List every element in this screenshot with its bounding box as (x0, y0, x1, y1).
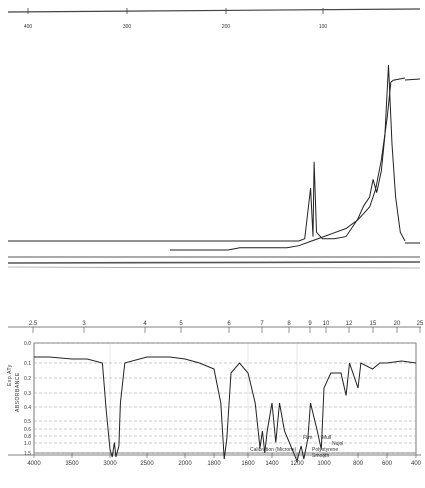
ir-bottom-tick-label: 4000 (27, 461, 41, 467)
ir-bottom-tick-label: 600 (382, 461, 393, 467)
ir-top-tick-label: 7 (260, 321, 264, 327)
top-tick-label: 100 (319, 24, 328, 30)
ir-spectrum-panel: 2.5 3 4 5 6 7 8 9 10 12 15 20 25 4000 3500 3000 2500 2000… (7, 321, 424, 467)
ir-top-tick-label: 9 (308, 321, 312, 327)
top-tick-label: 300 (123, 24, 132, 30)
ir-bottom-tick-label: 2500 (140, 461, 154, 467)
ir-annotation-smooth: Smooth (312, 453, 329, 459)
ir-bottom-tick-label: 1400 (265, 461, 279, 467)
ir-absorbance-trace (34, 356, 417, 463)
ir-top-tick-label: 10 (323, 321, 330, 327)
ir-bottom-tick-label: 3000 (103, 461, 117, 467)
ir-y-tick-label: 0.1 (24, 361, 31, 367)
ir-y-tick-label: 0.0 (24, 341, 31, 347)
ir-annotation-calibration: Calibration (Microns) (250, 447, 296, 453)
lower-rule (7, 261, 421, 264)
ir-y-axis-title: ABSORBANCE (15, 372, 21, 412)
ir-top-tick-label: 4 (143, 321, 147, 327)
ir-bottom-tick-label: 400 (411, 461, 422, 467)
lower-rule-thin (7, 266, 421, 269)
top-tick-label: 400 (24, 24, 33, 30)
ir-bottom-tick-label: 1200 (290, 461, 304, 467)
ir-y-tick-label: 0.3 (24, 391, 31, 397)
ir-bottom-tick-label: 800 (353, 461, 364, 467)
ir-bottom-tick-label: 1800 (207, 461, 221, 467)
ir-y-tick-label: 1.0 (24, 441, 31, 447)
ir-annotation-polystyrene: Polystyrene (312, 447, 338, 453)
ir-bottom-tick-label: 1600 (241, 461, 255, 467)
ir-y-extra-label: Exp.ATy (7, 364, 13, 386)
ir-top-tick-label: 20 (394, 321, 401, 327)
ir-top-tick-label: 15 (370, 321, 377, 327)
top-tick-label: 200 (222, 24, 231, 30)
ir-bottom-tick-label: 1000 (317, 461, 331, 467)
ir-top-tick-label: 6 (227, 321, 231, 327)
top-spectrum-panel: 400 300 200 100 (7, 8, 421, 269)
ir-annotation-mull: Mull (322, 435, 331, 441)
ir-top-tick-label: 12 (346, 321, 353, 327)
ir-top-tick-label: 3 (82, 321, 86, 327)
ir-top-tick-label: 5 (179, 321, 183, 327)
ir-frame (33, 342, 417, 454)
ir-top-tick-label: 25 (417, 321, 424, 327)
integral-plateau (404, 78, 421, 81)
ir-annotation-film: Film (303, 435, 312, 441)
ir-y-tick-label: 0.4 (24, 405, 31, 411)
ir-annotation-nujol: Nujol (332, 441, 343, 447)
ir-y-tick-label: 0.5 (24, 419, 31, 425)
ir-y-tick-label: 1.5 (24, 451, 31, 457)
ir-bottom-tick-label: 2000 (178, 461, 192, 467)
ir-y-tick-label: 0.8 (24, 434, 31, 440)
ir-y-tick-label: 0.2 (24, 376, 31, 382)
ir-bottom-tick-label: 3500 (65, 461, 79, 467)
top-frame-line (7, 8, 421, 13)
spectrum-trace (8, 64, 406, 242)
ir-top-tick-label: 8 (287, 321, 291, 327)
ir-y-tick-label: 0.6 (24, 427, 31, 433)
integral-trace (170, 77, 406, 251)
ir-top-tick-label: 2.5 (29, 321, 38, 327)
